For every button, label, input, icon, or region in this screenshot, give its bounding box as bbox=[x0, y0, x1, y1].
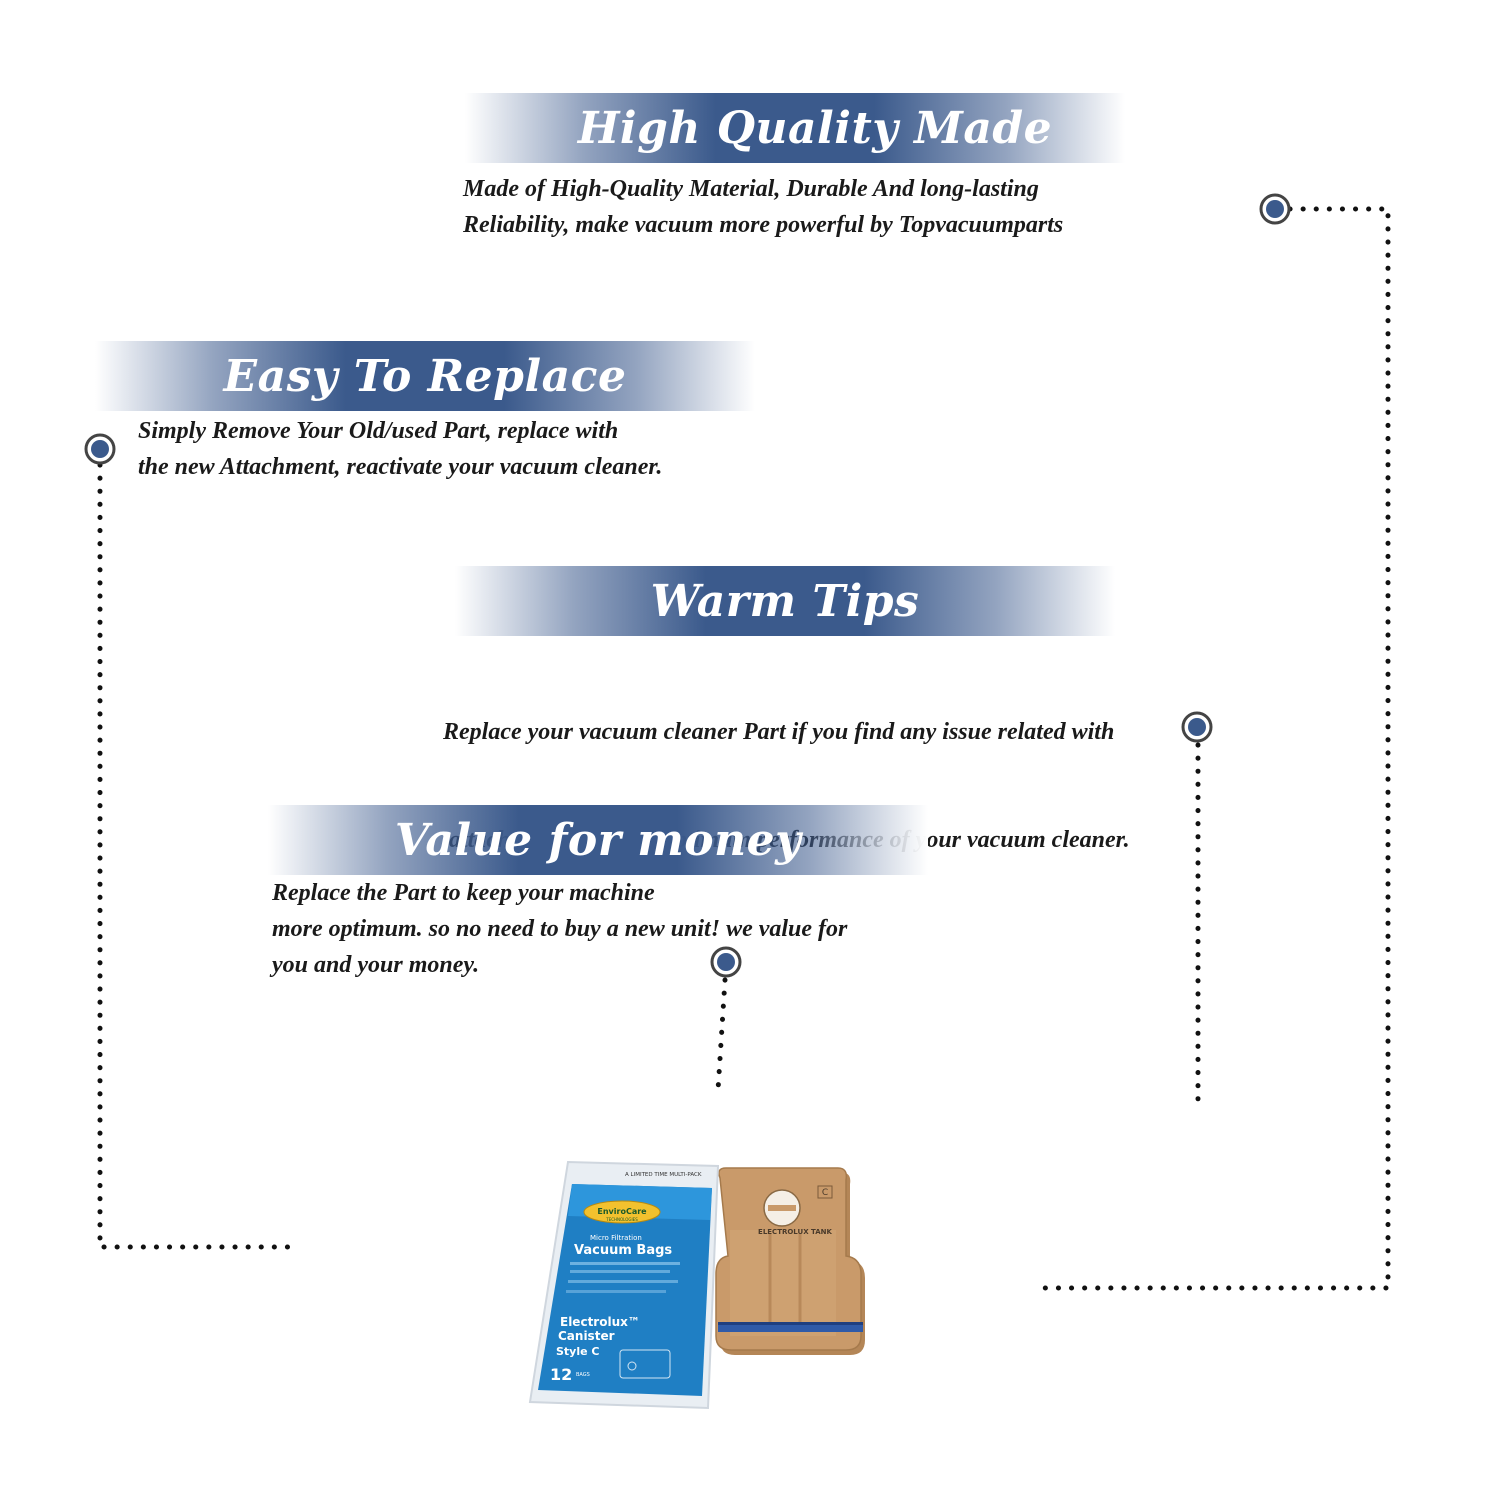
bag-package: A LIMITED TIME MULTI-PACK EnviroCare TEC… bbox=[528, 1160, 720, 1410]
marker-high-quality bbox=[1259, 193, 1291, 225]
section-description: Replace the Part to keep your machine mo… bbox=[272, 875, 847, 983]
package-model-line2: Canister bbox=[558, 1329, 615, 1343]
package-filtration: Micro Filtration bbox=[590, 1234, 642, 1242]
banner-warm-tips: Warm Tips bbox=[455, 566, 1115, 636]
connector-left bbox=[97, 462, 298, 1250]
banner-high-quality: High Quality Made bbox=[465, 93, 1125, 163]
section-description: Simply Remove Your Old/used Part, replac… bbox=[138, 413, 662, 485]
description-line: Simply Remove Your Old/used Part, replac… bbox=[138, 418, 619, 444]
package-style: Style C bbox=[556, 1345, 599, 1358]
banner-easy-replace: Easy To Replace bbox=[95, 341, 755, 411]
section-title: Warm Tips bbox=[650, 575, 920, 627]
bag-letter: C bbox=[822, 1188, 828, 1198]
package-count-label: BAGS bbox=[576, 1372, 590, 1378]
product-image: C ELECTROLUX TANK A LIMITED TIME MULTI-P… bbox=[528, 1160, 865, 1410]
marker-value bbox=[710, 946, 742, 978]
description-line: Replace the Part to keep your machine bbox=[272, 880, 655, 906]
banner-value: Value for money bbox=[268, 805, 928, 875]
package-model: Electrolux™ bbox=[560, 1315, 640, 1329]
section-title: Value for money bbox=[394, 814, 802, 866]
description-line: Reliability, make vacuum more powerful b… bbox=[463, 212, 1064, 238]
package-brand: EnviroCare bbox=[597, 1207, 647, 1216]
package-top-text: A LIMITED TIME MULTI-PACK bbox=[625, 1172, 702, 1178]
description-line: more optimum. so no need to buy a new un… bbox=[272, 916, 848, 942]
description-line: the new Attachment, reactivate your vacu… bbox=[138, 454, 663, 480]
section-title: Easy To Replace bbox=[223, 350, 627, 402]
marker-warm-tips bbox=[1181, 711, 1213, 743]
paper-bag: C ELECTROLUX TANK bbox=[715, 1167, 865, 1355]
description-line: you and your money. bbox=[272, 952, 480, 978]
marker-easy-replace bbox=[84, 433, 116, 465]
section-description: Made of High-Quality Material, Durable A… bbox=[463, 171, 1063, 243]
package-name: Vacuum Bags bbox=[574, 1243, 672, 1258]
description-line: Made of High-Quality Material, Durable A… bbox=[463, 176, 1039, 202]
package-brand-sub: TECHNOLOGIES bbox=[605, 1217, 638, 1222]
bag-label: ELECTROLUX TANK bbox=[758, 1228, 833, 1236]
connector-value bbox=[715, 977, 728, 1093]
section-title: High Quality Made bbox=[577, 102, 1053, 154]
description-line: Replace your vacuum cleaner Part if you … bbox=[443, 719, 1115, 745]
package-count: 12 bbox=[550, 1365, 572, 1384]
